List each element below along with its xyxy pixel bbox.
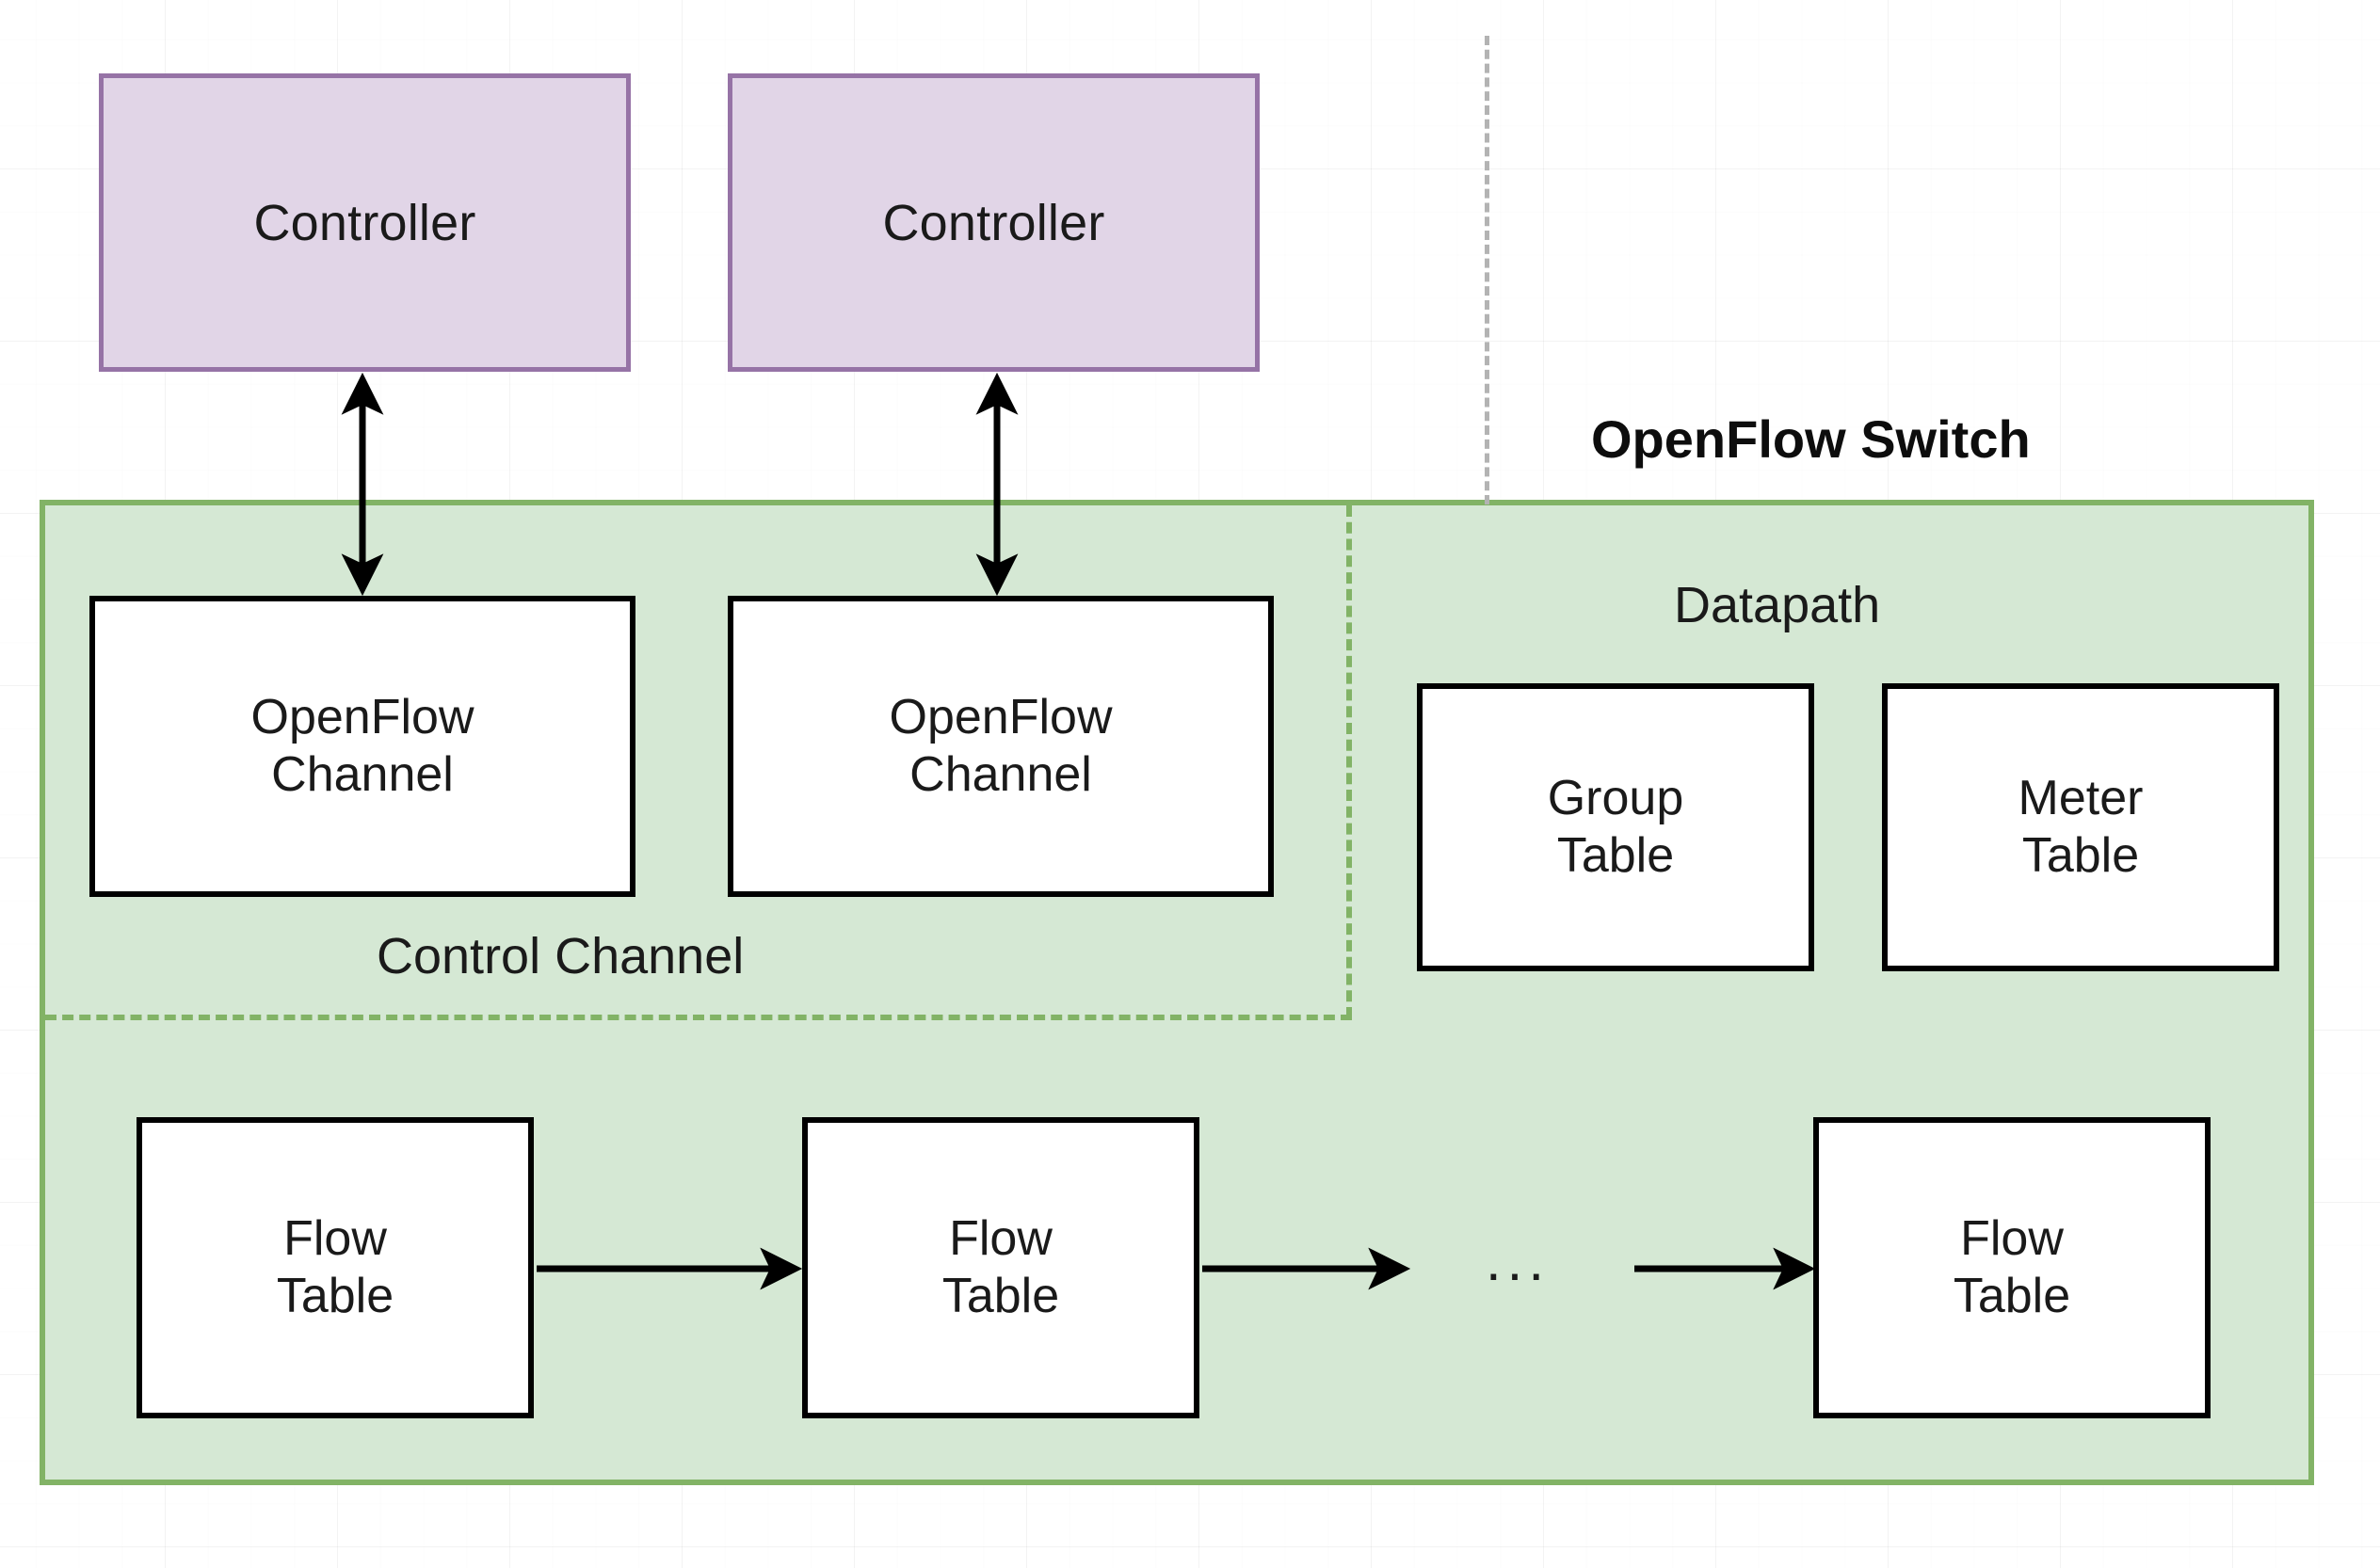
flow-table-box-1[interactable]: Flow Table <box>137 1117 534 1418</box>
meter-table-label-line2: Table <box>2021 828 2140 883</box>
datapath-label: Datapath <box>1674 577 1881 633</box>
control-channel-label: Control Channel <box>377 928 745 984</box>
flow-table-label-1-line2: Table <box>276 1269 394 1323</box>
control-channel-dashed-divider-horizontal <box>45 1015 1352 1020</box>
meter-table-box[interactable]: Meter Table <box>1882 683 2279 971</box>
flow-table-label-2-line2: Table <box>941 1269 1060 1323</box>
controller-label-2: Controller <box>882 194 1105 251</box>
flow-table-box-3[interactable]: Flow Table <box>1813 1117 2211 1418</box>
flow-table-ellipsis: ... <box>1486 1229 1551 1292</box>
openflow-channel-label-1-line2: Channel <box>271 747 454 802</box>
controller-box-1[interactable]: Controller <box>99 73 631 372</box>
openflow-channel-label-2-line1: OpenFlow <box>889 689 1113 744</box>
flow-table-label-3-line1: Flow <box>1960 1210 2064 1266</box>
flow-table-label-1-line1: Flow <box>283 1210 387 1266</box>
flow-table-label-2-line1: Flow <box>949 1210 1053 1266</box>
flow-table-label-3-line2: Table <box>1953 1269 2071 1323</box>
openflow-channel-box-1[interactable]: OpenFlow Channel <box>89 596 635 897</box>
openflow-channel-label-1-line1: OpenFlow <box>250 689 474 744</box>
openflow-channel-box-2[interactable]: OpenFlow Channel <box>728 596 1274 897</box>
group-table-label-line2: Table <box>1556 828 1675 883</box>
group-table-label-line1: Group <box>1547 770 1684 825</box>
controller-box-2[interactable]: Controller <box>728 73 1260 372</box>
group-table-box[interactable]: Group Table <box>1417 683 1814 971</box>
flow-table-box-2[interactable]: Flow Table <box>802 1117 1199 1418</box>
controller-label-1: Controller <box>253 194 476 251</box>
meter-table-label-line1: Meter <box>2018 770 2144 825</box>
switch-boundary-dotted-line <box>1485 36 1489 504</box>
openflow-channel-label-2-line2: Channel <box>909 747 1092 802</box>
openflow-switch-title: OpenFlow Switch <box>1591 409 2031 469</box>
control-channel-dashed-divider-vertical <box>1346 505 1352 1018</box>
